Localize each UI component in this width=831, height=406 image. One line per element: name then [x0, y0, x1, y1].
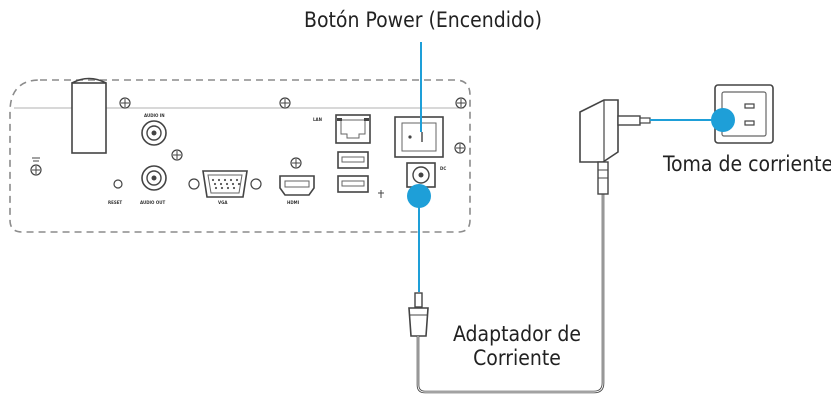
usb-icon — [378, 190, 384, 198]
usb-port — [337, 175, 369, 193]
usb-port — [337, 151, 369, 169]
audio-in-port — [141, 120, 167, 146]
lan-port — [335, 114, 371, 144]
adapter-label-line1: Adaptador de — [452, 322, 582, 346]
ground-icon — [30, 157, 42, 176]
reset-label: RESET — [108, 200, 122, 205]
audio-out-label: AUDIO OUT — [140, 200, 165, 205]
vga-port — [188, 170, 262, 198]
screw-icon — [279, 97, 291, 109]
hdmi-port — [279, 157, 315, 196]
antenna — [71, 82, 107, 154]
screw-icon — [119, 97, 131, 109]
power-adapter — [579, 99, 651, 195]
power-switch — [394, 116, 444, 158]
adapter-label: Adaptador de Corriente — [452, 322, 582, 370]
nvr-device: RESET AUDIO IN AUDIO OUT VGA — [9, 77, 471, 233]
vga-label: VGA — [218, 200, 228, 205]
screw-icon — [455, 97, 467, 109]
audio-in-label: AUDIO IN — [144, 113, 165, 118]
dc-label: DC — [440, 166, 446, 171]
audio-out-port — [141, 165, 167, 191]
reset-hole — [113, 179, 123, 189]
outlet-label: Toma de corriente — [663, 152, 831, 176]
power-button-label: Botón Power (Encendido) — [304, 8, 542, 32]
screw-icon — [171, 149, 183, 161]
outlet-marker-dot — [711, 108, 735, 132]
adapter-label-line2: Corriente — [473, 346, 561, 370]
hdmi-label: HDMI — [287, 200, 300, 205]
device-dashed-outline — [9, 79, 471, 233]
screw-icon — [454, 142, 466, 154]
dc-plug — [408, 292, 429, 337]
antenna-cap — [71, 77, 107, 84]
adapter-cable-inner — [417, 194, 604, 393]
lan-label: LAN — [313, 117, 322, 122]
